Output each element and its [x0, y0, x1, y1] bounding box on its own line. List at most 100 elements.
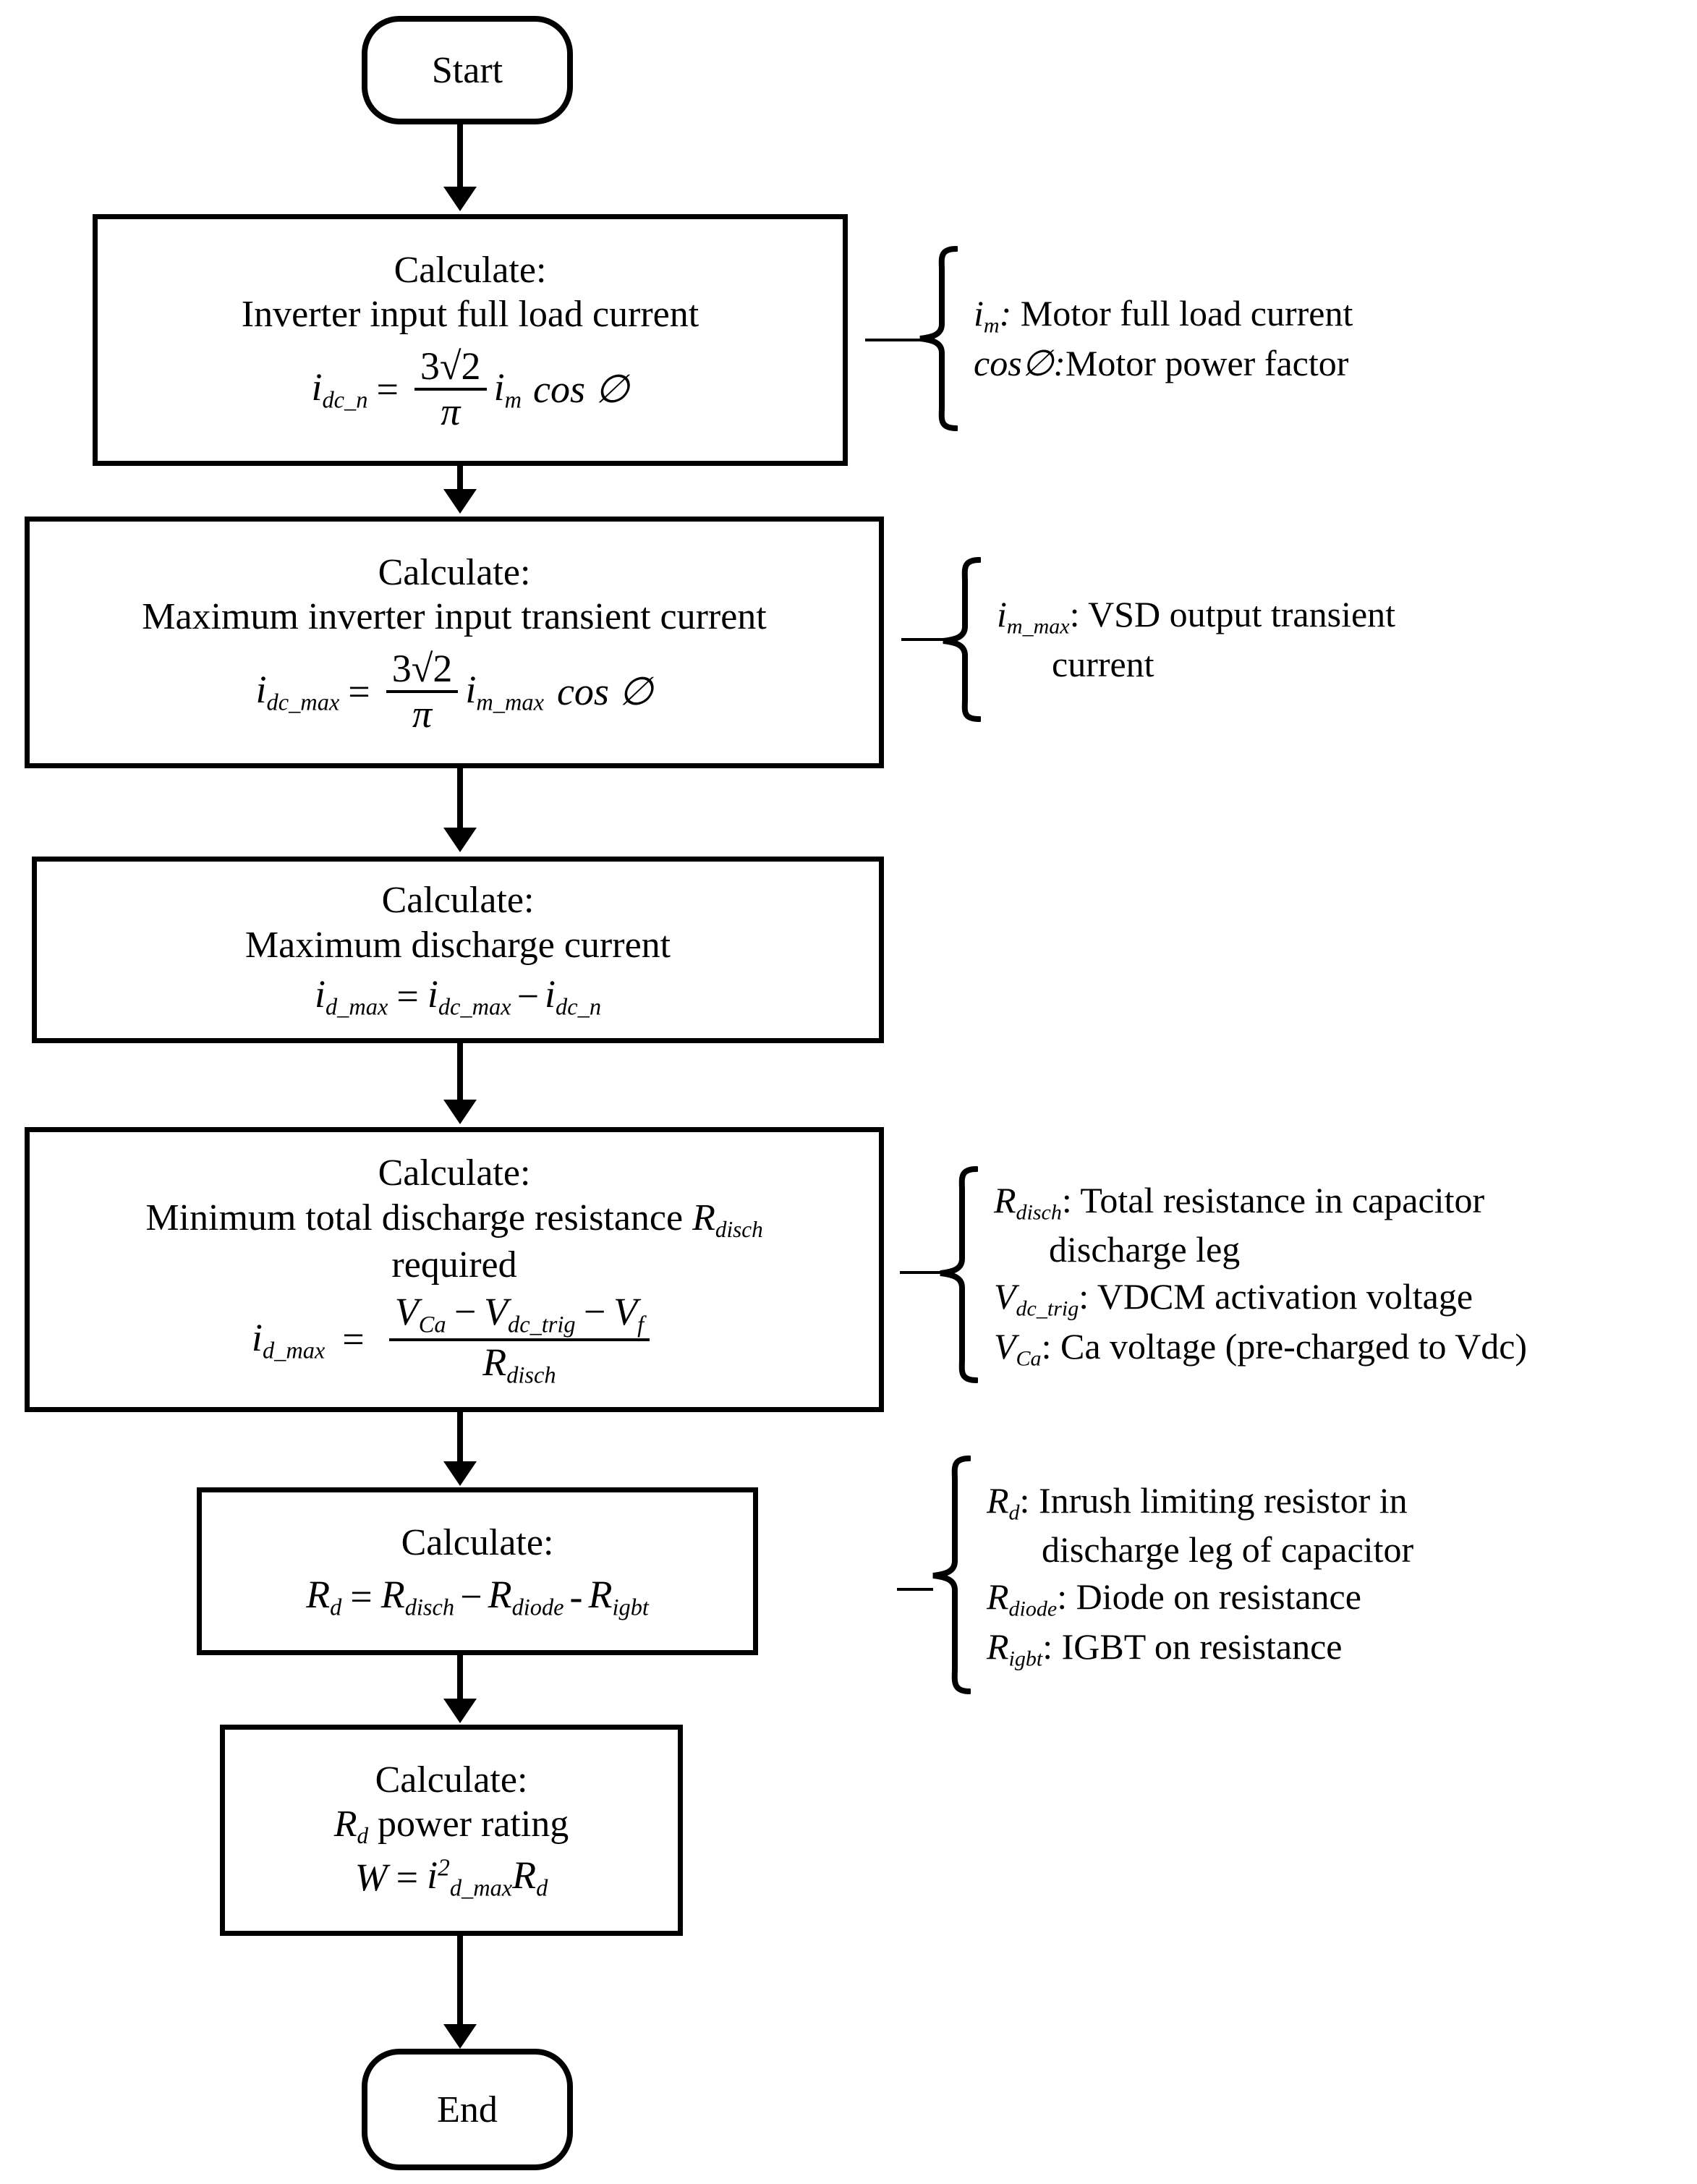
- box3-equals: =: [396, 974, 419, 1018]
- box1-denominator: π: [414, 388, 487, 432]
- arrowhead-box2-box3: [443, 828, 477, 852]
- connector-start-box1: [457, 124, 463, 191]
- box5-term-c: Rigbt: [588, 1573, 649, 1621]
- box3-formula: id_max = idc_max − idc_n: [315, 972, 601, 1021]
- arrowhead-start-box1: [443, 187, 477, 211]
- connector-box6-end: [457, 1936, 463, 2027]
- box5-op2: -: [569, 1574, 583, 1618]
- box5-line1: Calculate:: [401, 1522, 554, 1564]
- box2-tail: im_max: [465, 668, 544, 716]
- box1-numerator: 3√2: [420, 344, 481, 388]
- node-end[interactable]: End: [362, 2049, 573, 2170]
- node-calculate-rd-power-rating[interactable]: Calculate: Rd power rating W = i2d_max R…: [220, 1725, 683, 1936]
- box6-resistance-term: Rd: [512, 1853, 548, 1902]
- box3-lhs: id_max: [314, 972, 388, 1021]
- annot-4-line-3: Rigbt: IGBT on resistance: [987, 1626, 1343, 1671]
- annot-3-line-1: discharge leg: [1049, 1229, 1241, 1270]
- node-calculate-inverter-input-full-load-current[interactable]: Calculate: Inverter input full load curr…: [93, 214, 848, 466]
- annot-1: im: Motor full load current cos∅:Motor p…: [917, 246, 1353, 431]
- box6-equals: =: [396, 1855, 419, 1899]
- node-calculate-maximum-discharge-current[interactable]: Calculate: Maximum discharge current id_…: [32, 857, 884, 1043]
- box4-lhs: id_max: [251, 1315, 326, 1364]
- box3-term2: idc_n: [545, 972, 602, 1021]
- box4-denominator: Rdisch: [388, 1338, 650, 1388]
- box6-formula: W = i2d_max Rd: [355, 1853, 548, 1903]
- box4-line2: Minimum total discharge resistance Rdisc…: [145, 1197, 763, 1242]
- node-start-label: Start: [431, 49, 503, 91]
- box4-line3: required: [391, 1244, 517, 1286]
- arrowhead-box5-box6: [443, 1699, 477, 1723]
- box5-equals: =: [350, 1574, 373, 1618]
- box1-lhs: idc_n: [311, 365, 368, 414]
- arrowhead-box4-box5: [443, 1461, 477, 1486]
- box2-lhs: idc_max: [255, 668, 340, 716]
- box2-denominator: π: [386, 690, 459, 734]
- annot-4: Rd: Inrush limiting resistor in discharg…: [930, 1456, 1413, 1694]
- annot-4-line-1: discharge leg of capacitor: [1042, 1529, 1414, 1571]
- curly-brace-icon: [917, 246, 958, 431]
- annot-4-line-2: Rdiode: Diode on resistance: [987, 1576, 1361, 1621]
- connector-box5-box6: [457, 1655, 463, 1700]
- box3-line2: Maximum discharge current: [244, 924, 671, 966]
- annot-1-leader: [865, 339, 920, 341]
- annot-3-line-2: Vdc_trig: VDCM activation voltage: [994, 1276, 1473, 1321]
- node-calculate-minimum-total-discharge-resistance[interactable]: Calculate: Minimum total discharge resis…: [25, 1127, 884, 1412]
- box5-op1: −: [460, 1574, 482, 1618]
- annot-2-line-1: current: [1052, 643, 1154, 684]
- arrowhead-box6-end: [443, 2024, 477, 2049]
- annot-1-line-0: im: Motor full load current: [974, 293, 1353, 338]
- box4-equals: =: [342, 1317, 365, 1361]
- box2-line2: Maximum inverter input transient current: [142, 595, 767, 637]
- box5-formula: Rd = Rdisch − Rdiode - Rigbt: [306, 1572, 649, 1622]
- box3-minus: −: [516, 974, 540, 1018]
- annot-3-line-3: VCa: Ca voltage (pre-charged to Vdc): [994, 1325, 1528, 1371]
- box4-numerator: VCa−Vdc_trig−Vf: [394, 1289, 645, 1338]
- box2-equals: =: [348, 669, 370, 713]
- box1-tail: im: [493, 365, 522, 414]
- annot-4-line-0: Rd: Inrush limiting resistor in: [987, 1479, 1408, 1525]
- node-end-label: End: [437, 2089, 498, 2130]
- annot-2: im_max: VSD output transient current: [940, 557, 1395, 722]
- box2-formula: idc_max = 3√2 π im_max cos ∅: [256, 649, 653, 734]
- box4-fraction: VCa−Vdc_trig−Vf Rdisch: [388, 1289, 650, 1388]
- connector-box4-box5: [457, 1412, 463, 1464]
- annot-2-leader: [901, 638, 945, 641]
- annot-1-lines: im: Motor full load current cos∅:Motor p…: [958, 290, 1353, 387]
- annot-2-lines: im_max: VSD output transient current: [981, 591, 1395, 688]
- box2-fraction: 3√2 π: [386, 649, 459, 734]
- annot-1-line-1: cos∅:Motor power factor: [974, 342, 1349, 383]
- arrowhead-box1-box2: [443, 489, 477, 514]
- box1-line2: Inverter input full load current: [241, 293, 699, 335]
- box2-line1: Calculate:: [378, 551, 531, 593]
- annot-3-line-0: Rdisch: Total resistance in capacitor: [994, 1179, 1485, 1225]
- curly-brace-icon: [937, 1166, 978, 1383]
- node-start[interactable]: Start: [362, 16, 573, 124]
- box5-term-a: Rdisch: [380, 1573, 455, 1621]
- box1-equals: =: [376, 367, 399, 411]
- box6-line1: Calculate:: [375, 1759, 528, 1801]
- box1-line1: Calculate:: [394, 249, 547, 291]
- box2-numerator: 3√2: [391, 647, 453, 691]
- annot-3-leader: [900, 1271, 943, 1274]
- box5-term-b: Rdiode: [488, 1573, 564, 1621]
- node-calculate-rd[interactable]: Calculate: Rd = Rdisch − Rdiode - Rigbt: [197, 1487, 758, 1655]
- box6-line2: Rd power rating: [333, 1803, 569, 1849]
- box4-formula: id_max = VCa−Vdc_trig−Vf Rdisch: [251, 1289, 657, 1388]
- box1-fraction: 3√2 π: [414, 347, 487, 432]
- box6-current-term: i2d_max: [427, 1853, 513, 1902]
- annot-2-line-0: im_max: VSD output transient: [997, 594, 1396, 639]
- box4-line1: Calculate:: [378, 1152, 531, 1194]
- node-calculate-max-inverter-input-transient-current[interactable]: Calculate: Maximum inverter input transi…: [25, 517, 884, 768]
- annot-3: Rdisch: Total resistance in capacitor di…: [937, 1166, 1527, 1383]
- connector-box3-box4: [457, 1043, 463, 1102]
- connector-box1-box2: [457, 466, 463, 492]
- box2-tail-rest: cos ∅: [556, 669, 653, 713]
- box3-term1: idc_max: [427, 972, 511, 1021]
- box3-line1: Calculate:: [381, 880, 535, 922]
- annot-3-lines: Rdisch: Total resistance in capacitor di…: [978, 1177, 1527, 1373]
- box1-formula: idc_n = 3√2 π im cos ∅: [311, 347, 629, 432]
- box5-lhs: Rd: [306, 1573, 342, 1621]
- box6-lhs: W: [354, 1855, 388, 1899]
- curly-brace-icon: [930, 1456, 971, 1694]
